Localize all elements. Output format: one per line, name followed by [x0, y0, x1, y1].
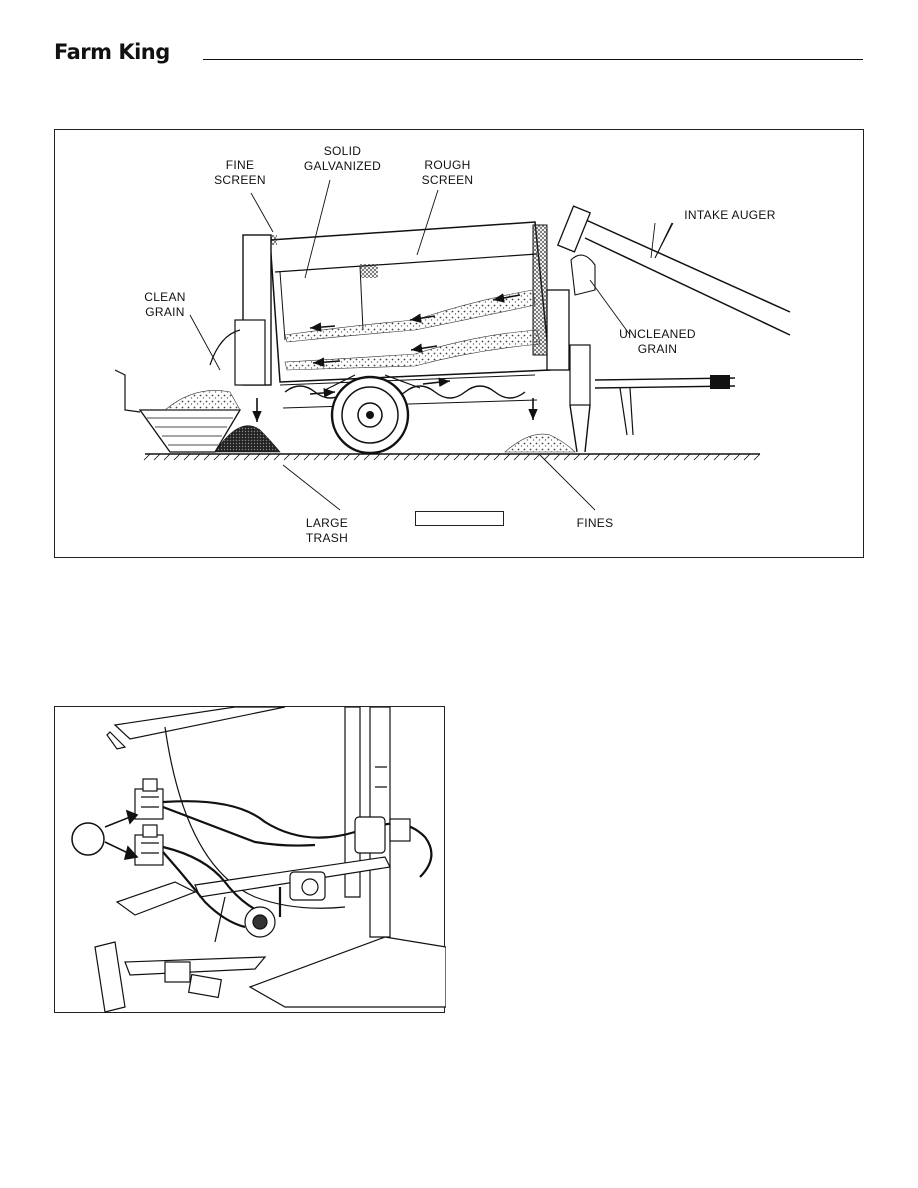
- uncleaned-grain-label: UNCLEANED GRAIN: [610, 327, 705, 357]
- rough-screen-label-line1: ROUGH: [424, 158, 471, 172]
- clean-grain-label-line2: GRAIN: [145, 305, 185, 319]
- solid-galvanized-label-line2: GALVANIZED: [303, 159, 382, 173]
- hydraulic-valves-diagram: [54, 706, 446, 1013]
- figure-caption-box: [415, 511, 504, 526]
- fine-screen-label: FINE SCREEN: [205, 158, 275, 188]
- header-rule: [203, 59, 863, 60]
- fine-screen-label-line2: SCREEN: [214, 173, 266, 187]
- large-trash-label: LARGE TRASH: [292, 516, 362, 546]
- cleaner-diagram: FINE SCREEN SOLID GALVANIZED ROUGH SCREE…: [54, 129, 864, 558]
- hydraulic-drawing: [71, 707, 446, 1013]
- callout-circle: [71, 822, 105, 856]
- rough-screen-label: ROUGH SCREEN: [410, 158, 485, 188]
- large-trash-label-line2: TRASH: [305, 531, 349, 545]
- brand-logo: Farm King: [54, 40, 170, 64]
- fines-label: FINES: [576, 516, 614, 530]
- uncleaned-grain-label-line1: UNCLEANED: [619, 327, 696, 341]
- fine-screen-label-line1: FINE: [225, 158, 255, 172]
- clean-grain-label-line1: CLEAN: [144, 290, 186, 304]
- cleaner-drawing: [114, 179, 791, 511]
- clean-grain-label: CLEAN GRAIN: [130, 290, 200, 320]
- solid-galvanized-label-line1: SOLID: [323, 144, 362, 158]
- large-trash-label-line1: LARGE: [305, 516, 349, 530]
- solid-galvanized-label: SOLID GALVANIZED: [295, 144, 390, 174]
- intake-auger-label: INTAKE AUGER: [684, 208, 776, 222]
- rough-screen-label-line2: SCREEN: [421, 173, 474, 187]
- uncleaned-grain-label-line2: GRAIN: [637, 342, 678, 356]
